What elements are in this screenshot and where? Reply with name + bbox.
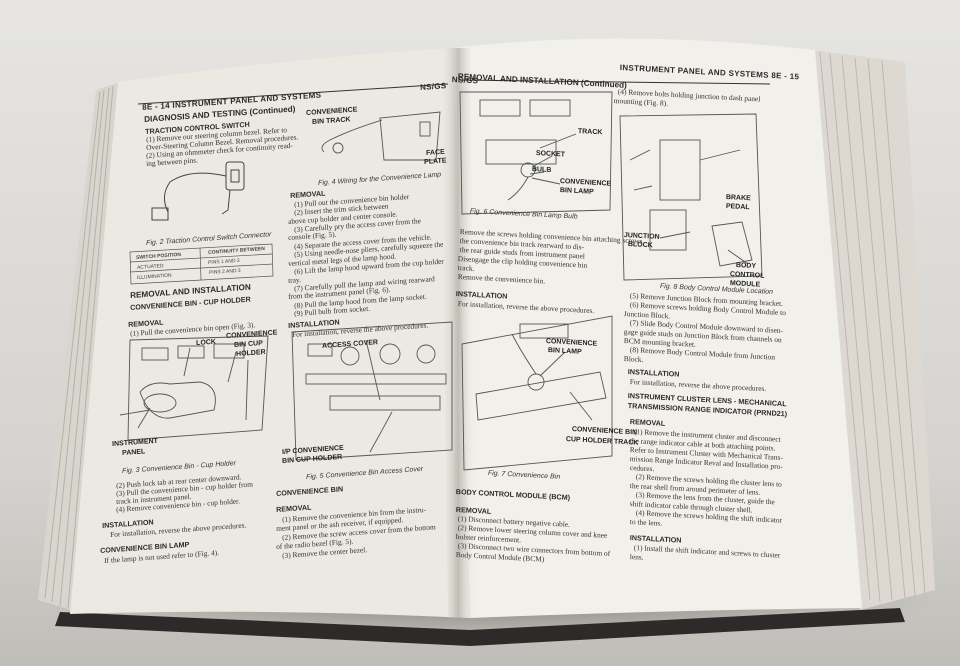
- fig8-brake-label: BRAKE: [725, 194, 751, 203]
- left-page-edges: [38, 82, 120, 612]
- fig4-face-label: FACE: [426, 148, 445, 157]
- right-page-edges-lines: [819, 51, 926, 603]
- fig6-lamp-bulb-drawing: [459, 91, 613, 215]
- cluster-removal-label: REMOVAL: [629, 417, 666, 428]
- gutter-shadow: [440, 48, 476, 618]
- fig4-wiring-drawing: [321, 111, 441, 161]
- fig8-block-label: BLOCK: [627, 241, 653, 250]
- bin-removal-label: REMOVAL: [275, 502, 312, 514]
- fig5-access-cover-drawing: [291, 321, 453, 461]
- book-cover-bottom: [55, 608, 905, 646]
- left-page: [70, 48, 470, 618]
- fig6-socket-label: SOCKET: [535, 150, 566, 159]
- left-page-edges-lines: [44, 85, 114, 609]
- fig8-bcm-drawing: [619, 113, 763, 281]
- left-header-rule: [137, 83, 449, 105]
- cluster-install-line-2: lens.: [629, 552, 644, 562]
- fig6-bulb-label: BULB: [531, 166, 552, 175]
- continuity-table-grid: [129, 243, 274, 285]
- fig6-track-label: TRACK: [577, 128, 603, 137]
- fig3-lock-label: LOCK: [196, 338, 217, 347]
- fig7-convenience-bin-drawing: [461, 315, 613, 471]
- fig8-pedal-label: PEDAL: [725, 203, 750, 212]
- right-header-rule: [457, 79, 771, 85]
- fig6-line-5: track.: [457, 263, 475, 273]
- fig8-body-label: BODY: [735, 262, 757, 271]
- cluster-line-11: to the lens.: [629, 517, 663, 528]
- fig2-connector-drawing: [151, 161, 245, 221]
- col2-line-8: Block.: [623, 354, 644, 365]
- fig3-cupholder-drawing: [119, 335, 269, 441]
